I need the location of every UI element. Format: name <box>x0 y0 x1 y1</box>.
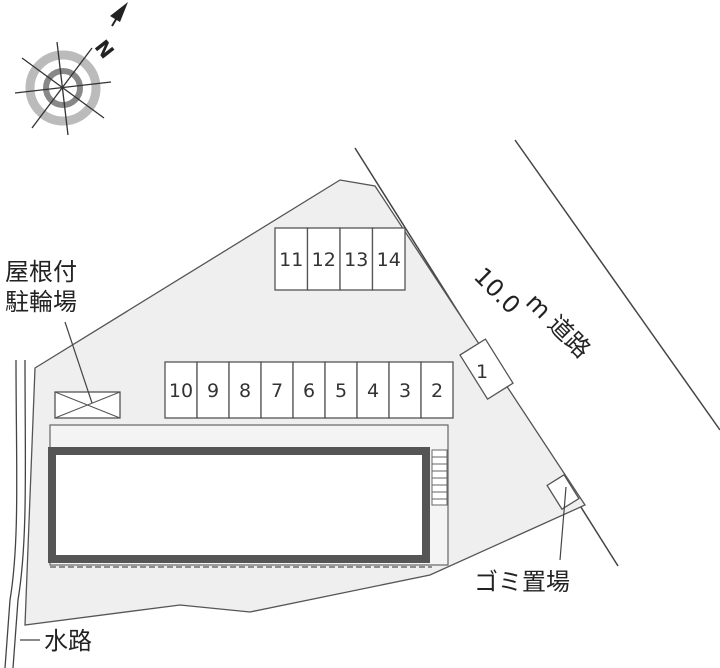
bike-shelter-label-1: 屋根付 <box>5 258 77 286</box>
parking-stall-label: 13 <box>344 249 368 271</box>
parking-stall <box>274 227 309 291</box>
parking-stall-label: 9 <box>207 380 219 402</box>
parking-stall-label: 5 <box>335 380 347 402</box>
garbage-label: ゴミ置場 <box>474 568 570 596</box>
stairs <box>431 449 448 506</box>
parking-stall-label: 8 <box>239 380 251 402</box>
garbage-box <box>546 473 580 561</box>
parking-stall <box>260 361 294 419</box>
parking-stall-label: 2 <box>431 380 443 402</box>
parking-stall-label: 1 <box>476 361 488 383</box>
parking-stall <box>164 361 198 419</box>
north-label: N <box>90 35 119 63</box>
waterway-edge-left <box>4 359 18 668</box>
parking-stall <box>324 361 358 419</box>
parking-stall-label: 3 <box>399 380 411 402</box>
waterway-label: 水路 <box>44 627 92 655</box>
parking-stall <box>196 361 230 419</box>
waterway-edge-right <box>12 359 27 668</box>
bike-shelter <box>54 321 121 419</box>
parking-stall-label: 12 <box>312 249 336 271</box>
parking-stall <box>388 361 422 419</box>
parking-stall-1 <box>459 338 514 400</box>
parking-stall <box>339 227 374 291</box>
building <box>48 447 430 563</box>
parking-stall <box>420 361 454 419</box>
road-edge-far <box>514 139 720 431</box>
compass-icon: N <box>14 2 128 136</box>
parking-stall-label: 11 <box>279 249 303 271</box>
parking-stall-label: 6 <box>303 380 315 402</box>
parking-stall <box>371 227 406 291</box>
parking-stall-label: 7 <box>271 380 283 402</box>
bike-shelter-label-2: 駐輪場 <box>5 288 77 316</box>
parking-stall-label: 10 <box>169 380 193 402</box>
parking-stall <box>306 227 341 291</box>
parking-stall-label: 4 <box>367 380 379 402</box>
parking-stall-label: 14 <box>377 249 401 271</box>
parking-stall <box>356 361 390 419</box>
